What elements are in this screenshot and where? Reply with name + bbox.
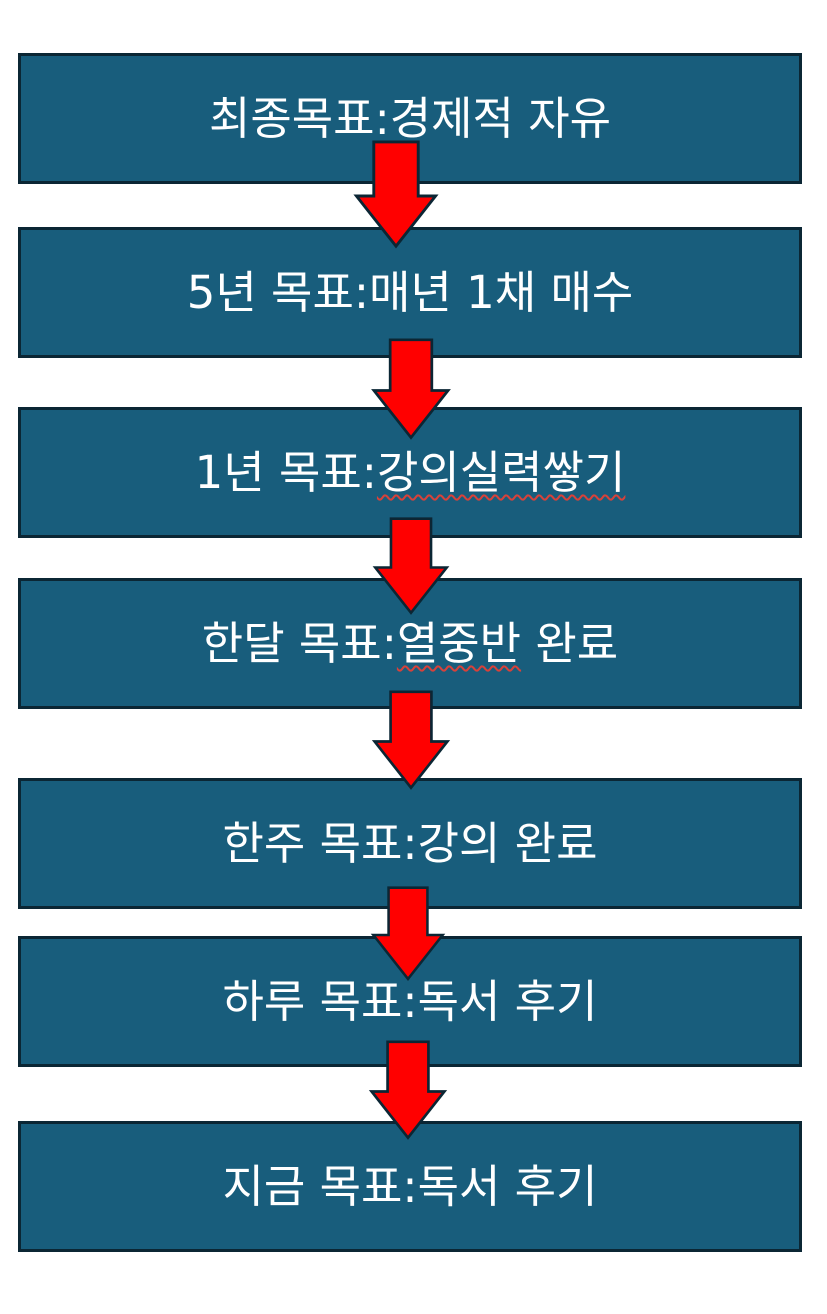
goal-label: 5년 목표 <box>186 266 354 319</box>
goal-separator: : <box>374 92 390 145</box>
goal-separator: : <box>402 1160 418 1213</box>
goal-label: 1년 목표 <box>194 446 362 499</box>
goal-label: 하루 목표 <box>222 975 403 1028</box>
goal-separator: : <box>402 817 418 870</box>
down-arrow-icon <box>353 140 439 249</box>
goal-value-spellcheck-marked: 열중반 <box>396 617 522 670</box>
goal-label: 최종목표 <box>208 92 375 145</box>
goal-value: 강의 완료 <box>417 817 598 870</box>
goal-label: 한달 목표 <box>201 617 382 670</box>
goal-value-rest: 완료 <box>521 617 619 670</box>
goal-value: 경제적 자유 <box>389 92 612 145</box>
goal-separator: : <box>402 975 418 1028</box>
goal-label: 지금 목표 <box>222 1160 403 1213</box>
goal-box-5-year: 5년 목표:매년 1채 매수 <box>18 227 802 358</box>
goal-value: 매년 1채 매수 <box>369 266 634 319</box>
goal-separator: : <box>381 617 397 670</box>
goal-value-spellcheck-marked: 강의실력쌓기 <box>376 446 626 499</box>
down-arrow-icon <box>371 690 451 790</box>
down-arrow-icon <box>368 1040 448 1140</box>
down-arrow-icon <box>372 517 450 615</box>
goal-value: 독서 후기 <box>417 975 598 1028</box>
goal-separator: : <box>361 446 377 499</box>
goal-value: 독서 후기 <box>417 1160 598 1213</box>
down-arrow-icon <box>371 338 451 440</box>
goal-box-now: 지금 목표:독서 후기 <box>18 1121 802 1252</box>
goal-separator: : <box>353 266 370 319</box>
down-arrow-icon <box>370 886 446 981</box>
goal-label: 한주 목표 <box>222 817 403 870</box>
